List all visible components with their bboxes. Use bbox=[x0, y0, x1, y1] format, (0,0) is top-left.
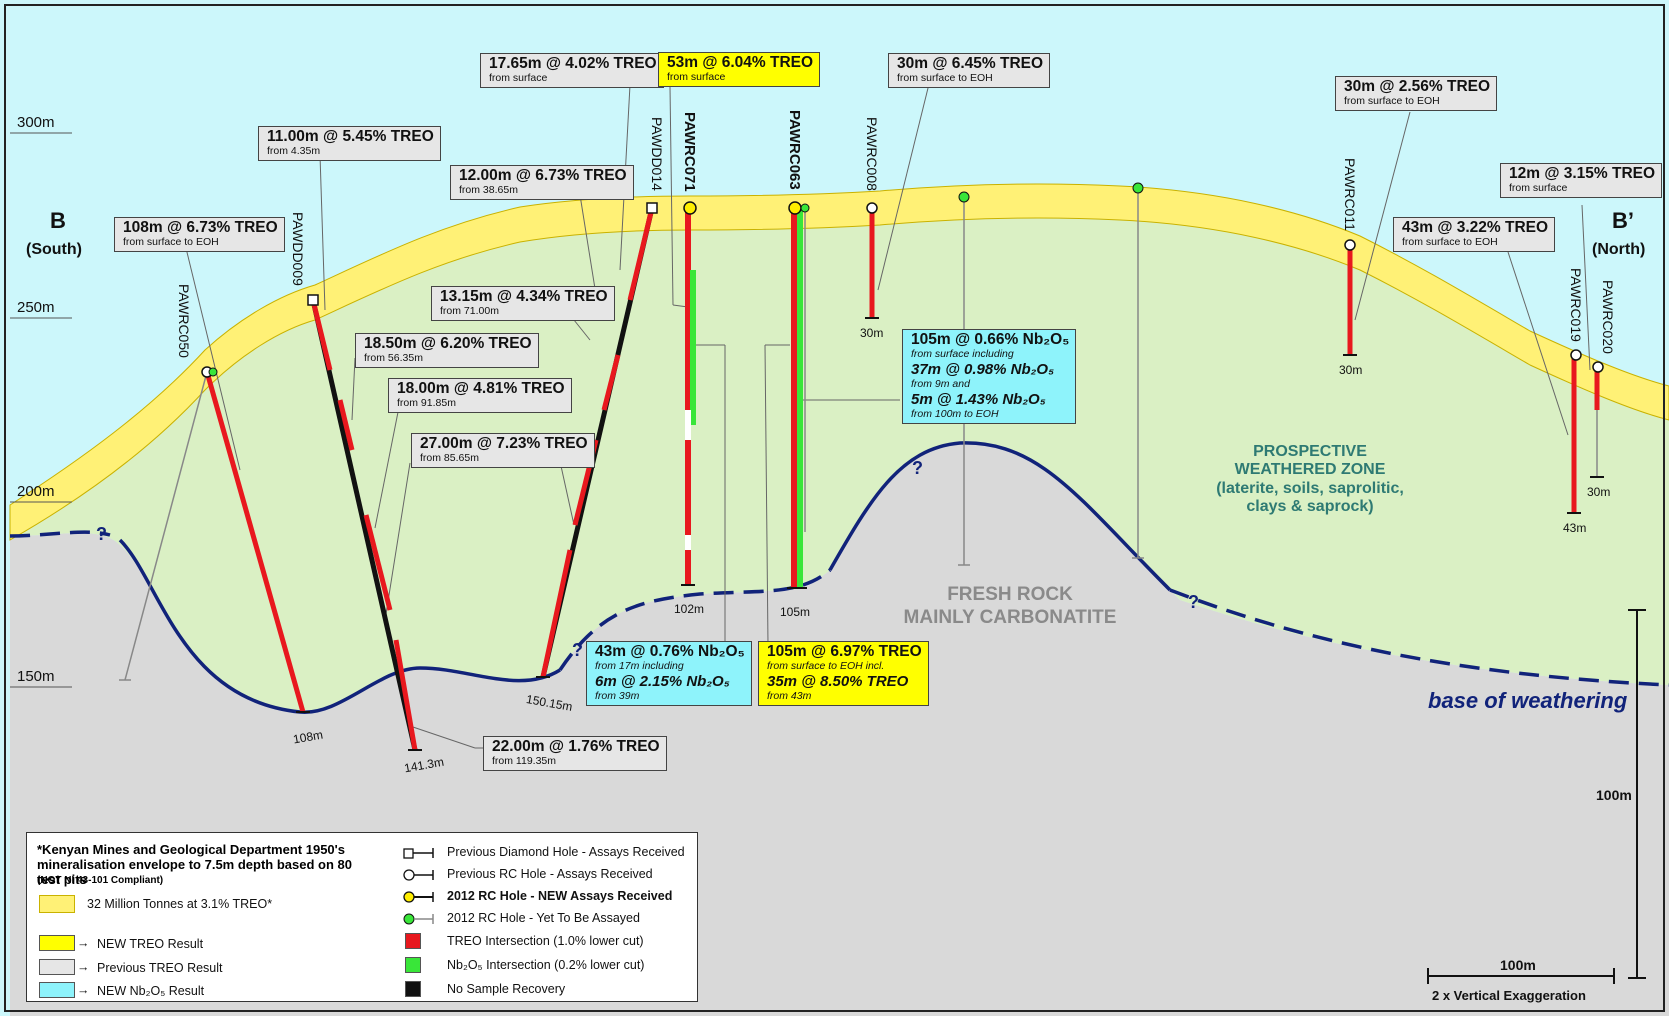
hole-depth-pawrc020: 30m bbox=[1587, 485, 1611, 499]
legend-arrow-icon: → bbox=[77, 960, 90, 974]
hole-depth-pawrc008: 30m bbox=[860, 326, 884, 340]
elevation-ticks bbox=[10, 132, 72, 688]
legend-rc-yet: 2012 RC Hole - Yet To Be Assayed bbox=[447, 911, 640, 925]
legend-prev-treo: Previous TREO Result bbox=[97, 961, 223, 975]
hole-depth-pawrc011: 30m bbox=[1339, 363, 1363, 377]
legend-rc-new: 2012 RC Hole - NEW Assays Received bbox=[447, 889, 673, 903]
section-start-direction: (South) bbox=[26, 241, 82, 258]
hole-depth-pawrc019: 43m bbox=[1563, 521, 1587, 535]
legend-swatch-treo bbox=[405, 933, 421, 949]
vertical-scale-bar bbox=[1628, 609, 1646, 979]
legend-no-sample: No Sample Recovery bbox=[447, 982, 566, 996]
legend-note: (NOT NI 43-101 Compliant) bbox=[37, 875, 164, 886]
base-of-weathering-solid-2 bbox=[828, 441, 1172, 592]
legend-hole-symbols bbox=[403, 848, 434, 925]
legend-nb-int: Nb₂O₅ Intersection (0.2% lower cut) bbox=[447, 958, 645, 972]
base-of-weathering-dashed-2 bbox=[558, 568, 832, 671]
hole-label-pawrc071: PAWRC071 bbox=[681, 112, 698, 192]
weathered-zone-area bbox=[10, 197, 1669, 713]
elevation-250: 250m bbox=[17, 299, 55, 316]
legend-new-treo: NEW TREO Result bbox=[97, 937, 204, 951]
hole-label-pawrc020: PAWRC020 bbox=[1600, 280, 1616, 354]
collars bbox=[201, 182, 1604, 378]
leader-lines bbox=[184, 79, 1591, 749]
elevation-150: 150m bbox=[17, 668, 55, 685]
exaggeration-label: 2 x Vertical Exaggeration bbox=[1432, 988, 1586, 1003]
base-of-weathering-label: base of weathering bbox=[1428, 688, 1628, 713]
section-start-letter: B bbox=[50, 208, 66, 233]
base-of-weathering-dashed-1 bbox=[9, 530, 111, 538]
legend-swatch-envelope bbox=[39, 895, 75, 913]
question-mark: ? bbox=[572, 640, 583, 660]
legend-prev-dd: Previous Diamond Hole - Assays Received bbox=[447, 845, 685, 859]
drill-holes bbox=[204, 207, 1604, 751]
elevation-300: 300m bbox=[17, 114, 55, 131]
legend-swatch-no-sample bbox=[405, 981, 421, 997]
legend-new-nb: NEW Nb₂O₅ Result bbox=[97, 984, 205, 998]
legend-treo-int: TREO Intersection (1.0% lower cut) bbox=[447, 934, 644, 948]
hole-depth-pawrc063: 105m bbox=[780, 605, 811, 619]
frame-border bbox=[4, 4, 1665, 1012]
legend-swatch-nb bbox=[405, 957, 421, 973]
legend-prev-rc: Previous RC Hole - Assays Received bbox=[447, 867, 653, 881]
legend-swatch-new-treo bbox=[39, 935, 75, 951]
hole-label-pawdd014: PAWDD014 bbox=[649, 117, 665, 191]
hole-label-pawrc050: PAWRC050 bbox=[176, 284, 192, 358]
hole-label-pawrc011: PAWRC011 bbox=[1342, 158, 1358, 231]
horizontal-scale-label: 100m bbox=[1500, 957, 1536, 973]
hole-label-pawrc019: PAWRC019 bbox=[1568, 268, 1584, 342]
section-end-direction: (North) bbox=[1592, 241, 1646, 258]
hole-label-pawrc063: PAWRC063 bbox=[786, 110, 803, 190]
legend-title: *Kenyan Mines and Geological Department … bbox=[37, 842, 352, 887]
legend-arrow-icon: → bbox=[77, 983, 90, 997]
base-of-weathering-dashed-3 bbox=[1169, 588, 1669, 687]
question-mark: ? bbox=[96, 524, 107, 544]
legend-envelope: 32 Million Tonnes at 3.1% TREO* bbox=[87, 897, 273, 911]
legend-swatch-prev-treo bbox=[39, 959, 75, 975]
hole-label-pawdd009: PAWDD009 bbox=[290, 212, 306, 286]
elevation-200: 200m bbox=[17, 483, 55, 500]
section-end-letter: B’ bbox=[1612, 208, 1634, 233]
legend: *Kenyan Mines and Geological Department … bbox=[26, 832, 698, 1002]
question-mark: ? bbox=[912, 458, 923, 478]
vertical-scale-label: 100m bbox=[1596, 787, 1632, 803]
hole-depth-pawrc071: 102m bbox=[674, 602, 705, 616]
horizontal-scale-bar bbox=[1427, 968, 1615, 984]
legend-swatch-new-nb bbox=[39, 982, 75, 998]
base-of-weathering-solid bbox=[118, 538, 561, 714]
mineralisation-envelope-band bbox=[9, 183, 1669, 541]
legend-arrow-icon: → bbox=[77, 936, 90, 950]
hole-label-pawrc008: PAWRC008 bbox=[864, 117, 880, 191]
question-mark: ? bbox=[1188, 592, 1199, 612]
